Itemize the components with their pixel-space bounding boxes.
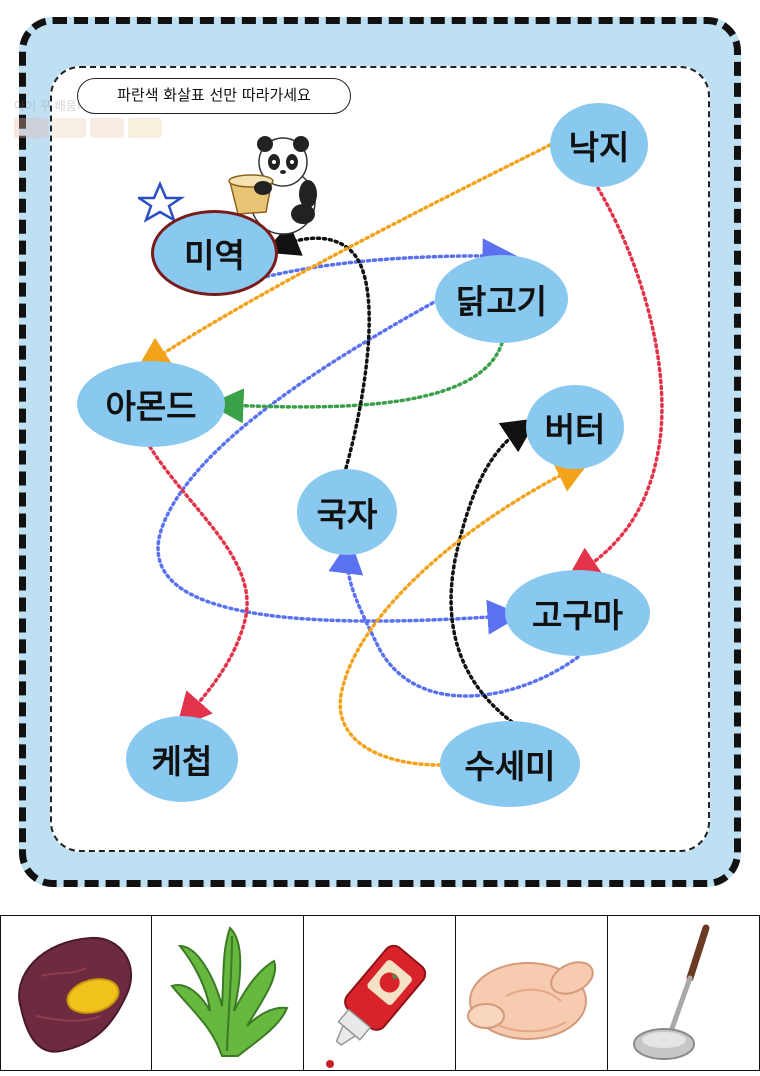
path-blue-goguma-to-guksa bbox=[328, 538, 580, 698]
word-susemi[interactable]: 수세미 bbox=[440, 721, 580, 807]
path-orange-nakji-to-almond bbox=[135, 143, 552, 372]
instruction-label: 파란색 화살표 선만 따라가세요 bbox=[77, 78, 351, 114]
path-orange-susemi-to-butter bbox=[338, 460, 591, 767]
path-blue-dakgogi-to-goguma bbox=[156, 298, 523, 635]
word-dakgogi[interactable]: 닭고기 bbox=[435, 255, 568, 343]
panda-icon bbox=[138, 136, 317, 235]
path-black-susemi-to-butter bbox=[449, 418, 538, 724]
word-nakji[interactable]: 낙지 bbox=[550, 103, 648, 187]
seaweed-icon bbox=[170, 926, 289, 1057]
answer-cell-chicken[interactable] bbox=[456, 915, 608, 1071]
word-butter[interactable]: 버터 bbox=[526, 385, 624, 469]
answer-picture-strip bbox=[0, 915, 760, 1071]
path-red-nakji-to-goguma bbox=[565, 186, 664, 582]
sweet-potato-icon bbox=[18, 936, 132, 1053]
word-miyeok-start[interactable]: 미역 bbox=[151, 210, 278, 296]
path-black-guksa-to-miyeok bbox=[263, 223, 371, 470]
word-goguma[interactable]: 고구마 bbox=[505, 570, 650, 656]
word-ketchup[interactable]: 케첩 bbox=[126, 716, 238, 802]
path-red-almond-to-ketchup bbox=[148, 445, 249, 729]
watermark-text: 아이 꾸 배움터 bbox=[14, 99, 88, 113]
answer-cell-seaweed[interactable] bbox=[152, 915, 304, 1071]
chicken-icon bbox=[467, 961, 594, 1040]
ketchup-bottle-icon bbox=[326, 944, 427, 1068]
path-green-dakgogi-to-almond bbox=[208, 341, 504, 424]
answer-cell-sweet-potato[interactable] bbox=[0, 915, 152, 1071]
ladle-icon bbox=[633, 924, 710, 1060]
answer-cell-ketchup[interactable] bbox=[304, 915, 456, 1071]
word-almond[interactable]: 아몬드 bbox=[77, 361, 225, 447]
watermark-logo bbox=[14, 118, 162, 138]
watermark: 아이 꾸 배움터 bbox=[14, 97, 162, 138]
word-guksa[interactable]: 국자 bbox=[297, 469, 397, 555]
answer-cell-ladle[interactable] bbox=[608, 915, 760, 1071]
